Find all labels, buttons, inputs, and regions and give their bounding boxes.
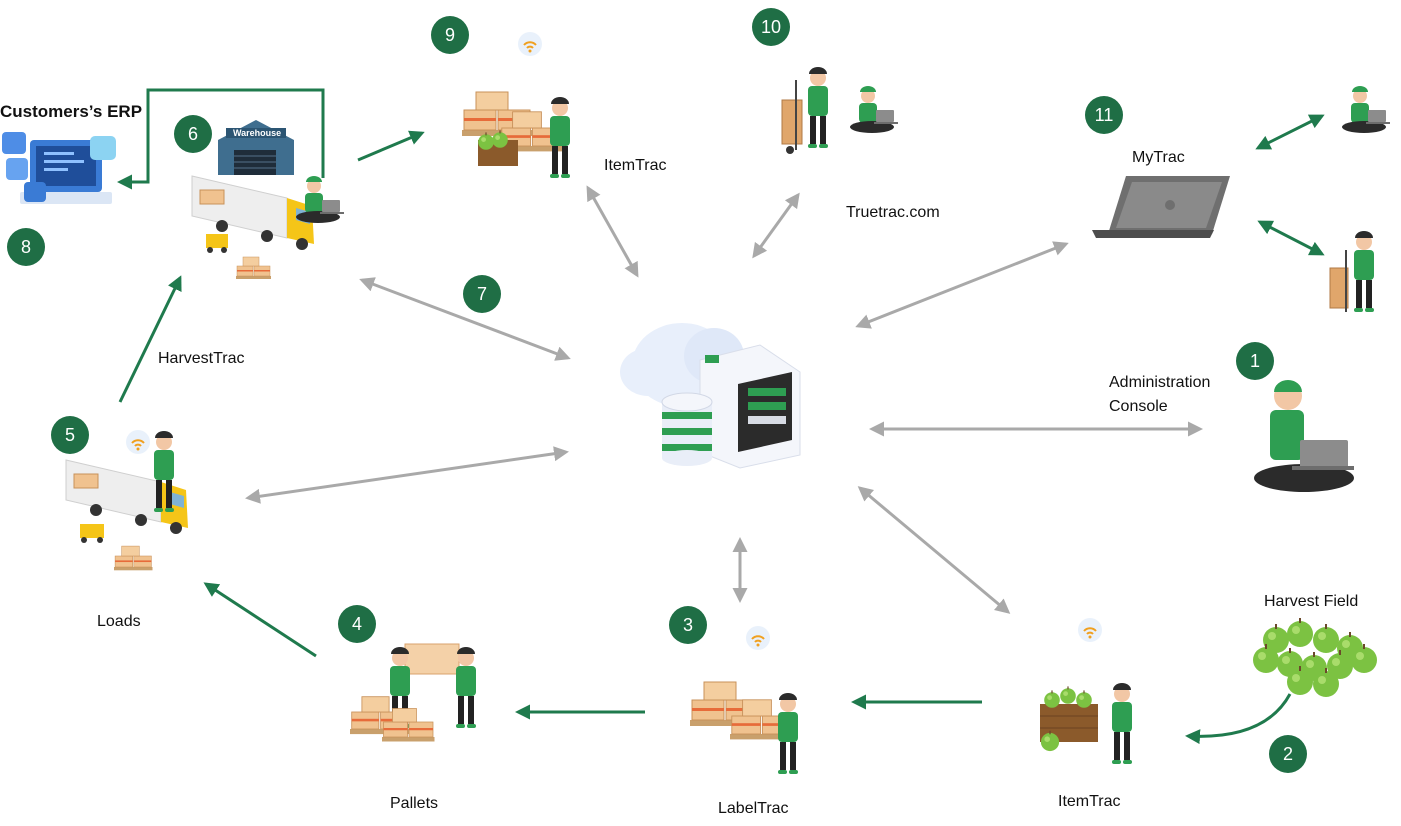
- admin-worker-icon: [1254, 380, 1354, 492]
- pallet-icon-itemtrac-top: [461, 91, 564, 166]
- hand-truck-worker-mytrac: [1329, 231, 1374, 312]
- laptop-icon-mytrac: [1092, 176, 1230, 238]
- hand-truck-worker-icon: [781, 67, 828, 154]
- worker-with-tablet-3: [778, 693, 798, 774]
- apple-crate-icon: [1040, 686, 1098, 752]
- label-customers-erp: Customers’s ERP: [0, 102, 143, 121]
- flow-arrow-5-to-6: [118, 275, 182, 403]
- flow-arrows: [117, 88, 1325, 745]
- flow-arrow-field-to-2: [1185, 693, 1292, 745]
- warehouse-sign: Warehouse: [233, 128, 282, 138]
- step-badge-5: 5: [51, 416, 89, 454]
- label-mytrac: MyTrac: [1132, 149, 1185, 166]
- wifi-icon-2: [1077, 617, 1103, 643]
- sync-arrow-loads: [245, 446, 569, 504]
- sync-arrows: [245, 185, 1203, 614]
- label-itemtrac-top: ItemTrac: [604, 157, 667, 174]
- step-badge-3: 3: [669, 606, 707, 644]
- step-badge-10: 10: [752, 8, 790, 46]
- step-badge-2: 2: [1269, 735, 1307, 773]
- wifi-icon-3: [745, 625, 771, 651]
- label-admin-console-line1: Administration: [1109, 374, 1211, 391]
- seated-worker-harvesttrac: [296, 176, 344, 223]
- step-badge-6: 6: [174, 115, 212, 153]
- sync-arrow-itemtrac-bottom: [857, 486, 1011, 614]
- sync-arrow-mytrac: [855, 241, 1069, 329]
- step-badge-9: 9: [431, 16, 469, 54]
- seated-worker-truetrac: [850, 86, 898, 133]
- label-pallets: Pallets: [390, 795, 439, 812]
- erp-monitor-icon: [2, 132, 116, 204]
- truck-icon-harvesttrac: [191, 175, 315, 280]
- step-badge-11: 11: [1085, 96, 1123, 134]
- step-badge-4: 4: [338, 605, 376, 643]
- pallet-icon-labeltrac: [689, 681, 794, 740]
- sync-arrow-truetrac: [752, 192, 800, 259]
- step-badge-8: 8: [7, 228, 45, 266]
- warehouse-icon: [218, 120, 294, 175]
- worker-with-tablet-9: [550, 97, 570, 178]
- step-badge-7: 7: [463, 275, 501, 313]
- apples-icon: [1253, 618, 1377, 697]
- label-admin-console-line2: Console: [1109, 398, 1168, 415]
- wifi-icon-5: [125, 429, 151, 455]
- label-labeltrac: LabelTrac: [718, 800, 789, 817]
- central-database-icon: [620, 323, 801, 469]
- flow-arrow-mytrac-user-1: [1255, 114, 1325, 150]
- label-loads: Loads: [97, 613, 141, 630]
- sync-arrow-harvesttrac: [359, 277, 571, 361]
- flow-arrow-6-to-9: [357, 130, 425, 162]
- workers-carrying-box-icon: [390, 643, 476, 728]
- worker-with-tablet-2: [1112, 683, 1132, 764]
- flow-arrow-mytrac-user-2: [1257, 220, 1325, 256]
- step-badge-1: 1: [1236, 342, 1274, 380]
- truck-icon-loads: [65, 459, 189, 571]
- label-harvest-field: Harvest Field: [1264, 593, 1359, 610]
- label-truetrac: Truetrac.com: [846, 204, 940, 221]
- sync-arrow-itemtrac-top: [586, 185, 639, 278]
- label-harvesttrac: HarvestTrac: [158, 350, 245, 367]
- flow-arrow-4-to-5: [203, 582, 317, 658]
- label-itemtrac-bottom: ItemTrac: [1058, 793, 1121, 810]
- flow-arrow-erp-link: [117, 88, 325, 190]
- wifi-icon-9: [517, 31, 543, 57]
- seated-worker-mytrac: [1342, 86, 1390, 133]
